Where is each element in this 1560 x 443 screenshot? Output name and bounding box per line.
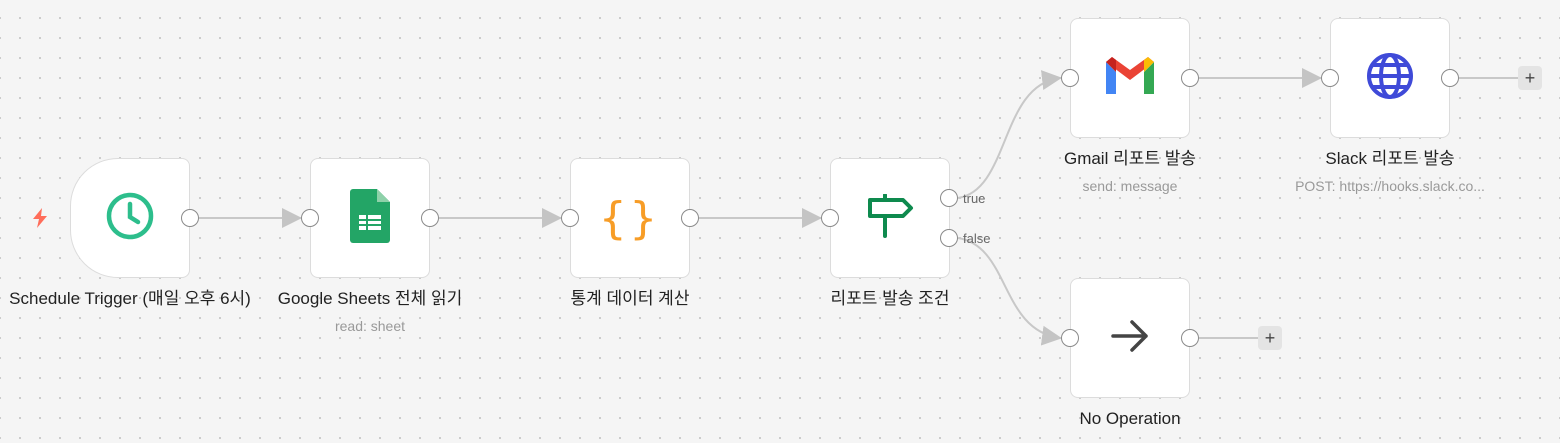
node-code[interactable]: {}: [570, 158, 690, 278]
output-handle[interactable]: [681, 209, 699, 227]
node-label: Google Sheets 전체 읽기: [277, 289, 463, 308]
clock-icon: [105, 191, 155, 246]
input-handle[interactable]: [1321, 69, 1339, 87]
signpost-icon: [865, 192, 915, 243]
node-no-operation[interactable]: [1070, 278, 1190, 398]
node-gmail[interactable]: [1070, 18, 1190, 138]
output-handle-true[interactable]: [940, 189, 958, 207]
node-google-sheets[interactable]: [310, 158, 430, 278]
input-handle[interactable]: [1061, 69, 1079, 87]
input-handle[interactable]: [561, 209, 579, 227]
gmail-icon: [1104, 56, 1156, 101]
trigger-bolt-icon: [30, 207, 50, 234]
node-label: No Operation: [1079, 409, 1181, 428]
node-subtitle: send: message: [1082, 178, 1178, 194]
edge-if-noop: [957, 237, 1062, 346]
node-schedule-trigger[interactable]: [70, 158, 190, 278]
output-handle[interactable]: [1181, 69, 1199, 87]
output-label-false: false: [963, 231, 991, 246]
node-label: Gmail 리포트 발송: [1063, 149, 1197, 168]
add-node-button[interactable]: +: [1258, 326, 1282, 350]
input-handle[interactable]: [1061, 329, 1079, 347]
node-label: 리포트 발송 조건: [830, 289, 950, 308]
node-if[interactable]: [830, 158, 950, 278]
output-handle[interactable]: [1181, 329, 1199, 347]
node-label: Slack 리포트 발송: [1325, 149, 1455, 168]
output-handle[interactable]: [1441, 69, 1459, 87]
globe-icon: [1365, 51, 1415, 106]
code-braces-icon: {}: [599, 192, 661, 244]
add-node-button[interactable]: +: [1518, 66, 1542, 90]
node-subtitle: POST: https://hooks.slack.co...: [1295, 178, 1485, 194]
google-sheets-icon: [350, 188, 390, 248]
output-label-true: true: [963, 191, 986, 206]
output-handle-false[interactable]: [940, 229, 958, 247]
edge-if-gmail: [957, 70, 1062, 199]
output-handle[interactable]: [421, 209, 439, 227]
node-slack-http[interactable]: [1330, 18, 1450, 138]
node-label: 통계 데이터 계산: [570, 289, 690, 308]
arrow-right-icon: [1110, 319, 1150, 358]
output-handle[interactable]: [181, 209, 199, 227]
input-handle[interactable]: [301, 209, 319, 227]
node-subtitle: read: sheet: [334, 318, 406, 334]
input-handle[interactable]: [821, 209, 839, 227]
node-label: Schedule Trigger (매일 오후 6시): [9, 289, 251, 308]
